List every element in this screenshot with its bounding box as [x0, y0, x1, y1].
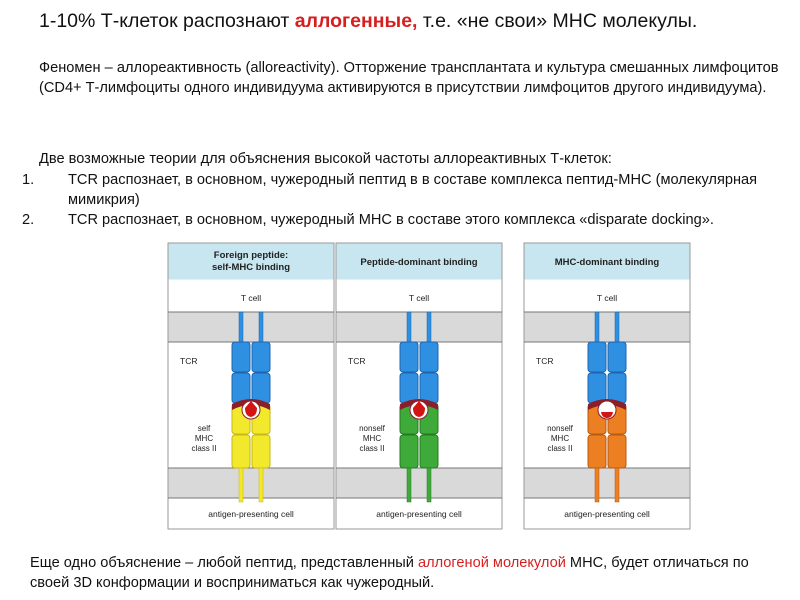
tcr-stalk — [406, 311, 412, 345]
apc-label: antigen-presenting cell — [376, 509, 462, 519]
tcr-variable-domain — [251, 372, 271, 404]
title-part1: 1-10% Т-клеток распознают — [39, 10, 295, 32]
tcr-stalk — [426, 311, 432, 345]
tcell-label: T cell — [241, 293, 261, 303]
apc-membrane — [336, 468, 502, 498]
tcr-stalk — [594, 311, 600, 345]
apc-membrane — [168, 468, 334, 498]
footer-part2: МНС, будет отличаться по своей 3D конфор… — [30, 555, 749, 591]
mhc-bottom-domain — [587, 434, 607, 469]
apc-label: antigen-presenting cell — [564, 509, 650, 519]
mhc-bottom-domain — [231, 434, 251, 469]
theory-item-2: 2. TCR распознает, в основном, чужеродный… — [22, 210, 782, 230]
mhc-label-line: class II — [548, 444, 573, 453]
tcr-constant-domain — [587, 341, 607, 373]
panel-header — [168, 243, 334, 280]
footer-explanation: Еще одно объяснение – любой пептид, пред… — [30, 553, 790, 593]
mhc-label-line: MHC — [363, 434, 381, 443]
theory-item-1: 1. TCR распознает, в основном, чужеродный… — [22, 170, 782, 210]
tcell-membrane — [524, 312, 690, 342]
panel-2: Peptide-dominant binding T cell antigen-pr… — [335, 242, 503, 530]
apc-label: antigen-presenting cell — [208, 509, 294, 519]
mhc-stalk — [594, 467, 600, 503]
tcr-variable-domain — [607, 372, 627, 404]
panel-header — [336, 243, 502, 280]
tcr-constant-domain — [231, 341, 251, 373]
footer-red-text: аллогеной молекулой — [417, 555, 566, 571]
peptide — [413, 401, 425, 417]
mhc-label-line: nonself — [547, 424, 574, 433]
theory-text-1: TCR распознает, в основном, чужеродный п… — [68, 172, 758, 208]
panel-3: MHC-dominant binding T cell antigen-presen… — [523, 242, 691, 530]
mhc-bottom-domain — [399, 434, 419, 469]
mhc-label-line: MHC — [195, 434, 213, 443]
tcell-label: T cell — [409, 293, 429, 303]
panel-title-line1: Foreign peptide: — [214, 250, 288, 261]
page-title: 1-10% Т-клеток распознают аллогенные, т.… — [39, 8, 779, 34]
panel-title-line2: self-MHC binding — [212, 262, 290, 273]
mhc-label-line: MHC — [551, 434, 569, 443]
tcell-label: T cell — [597, 293, 617, 303]
mhc-label-line: nonself — [359, 424, 386, 433]
tcr-constant-domain — [251, 341, 271, 373]
theory-number-2: 2. — [22, 212, 35, 228]
mhc-label-line: class II — [192, 444, 217, 453]
tcr-stalk — [258, 311, 264, 345]
mhc-label-line: self — [198, 424, 211, 433]
tcr-stalk — [614, 311, 620, 345]
theory-number-1: 1. — [22, 172, 35, 188]
panel-title: Peptide-dominant binding — [360, 257, 477, 268]
mhc-label-line: class II — [360, 444, 385, 453]
alloreactivity-paragraph: Феномен – аллореактивность (alloreactivi… — [39, 60, 779, 96]
panel-header — [524, 243, 690, 280]
theories-intro: Две возможные теории для объяснения высо… — [39, 151, 612, 167]
tcr-label: TCR — [348, 356, 365, 366]
theory-text-2: TCR распознает, в основном, чужеродный М… — [68, 212, 714, 228]
apc-membrane — [524, 468, 690, 498]
tcr-label: TCR — [536, 356, 553, 366]
tcr-label: TCR — [180, 356, 197, 366]
mhc-bottom-domain — [251, 434, 271, 469]
tcr-variable-domain — [419, 372, 439, 404]
tcr-stalk — [238, 311, 244, 345]
mhc-stalk — [238, 467, 244, 503]
tcr-constant-domain — [399, 341, 419, 373]
mhc-stalk — [426, 467, 432, 503]
mhc-stalk — [614, 467, 620, 503]
title-part2: т.е. «не свои» МНС молекулы. — [417, 10, 698, 32]
mhc-stalk — [406, 467, 412, 503]
tcell-membrane — [168, 312, 334, 342]
peptide — [601, 412, 613, 418]
peptide — [245, 401, 257, 417]
tcr-variable-domain — [399, 372, 419, 404]
mhc-stalk — [258, 467, 264, 503]
mhc-bottom-domain — [607, 434, 627, 469]
mhc-bottom-domain — [419, 434, 439, 469]
tcell-membrane — [336, 312, 502, 342]
tcr-constant-domain — [419, 341, 439, 373]
tcr-variable-domain — [587, 372, 607, 404]
tcr-constant-domain — [607, 341, 627, 373]
panel-1: Foreign peptide:self-MHC binding T cell an… — [167, 242, 335, 530]
theories-list: 1. TCR распознает, в основном, чужеродный… — [22, 170, 782, 230]
panel-title: MHC-dominant binding — [555, 257, 660, 268]
tcr-variable-domain — [231, 372, 251, 404]
title-highlight: аллогенные, — [294, 10, 418, 32]
footer-part1: Еще одно объяснение – любой пептид, пред… — [30, 555, 418, 571]
